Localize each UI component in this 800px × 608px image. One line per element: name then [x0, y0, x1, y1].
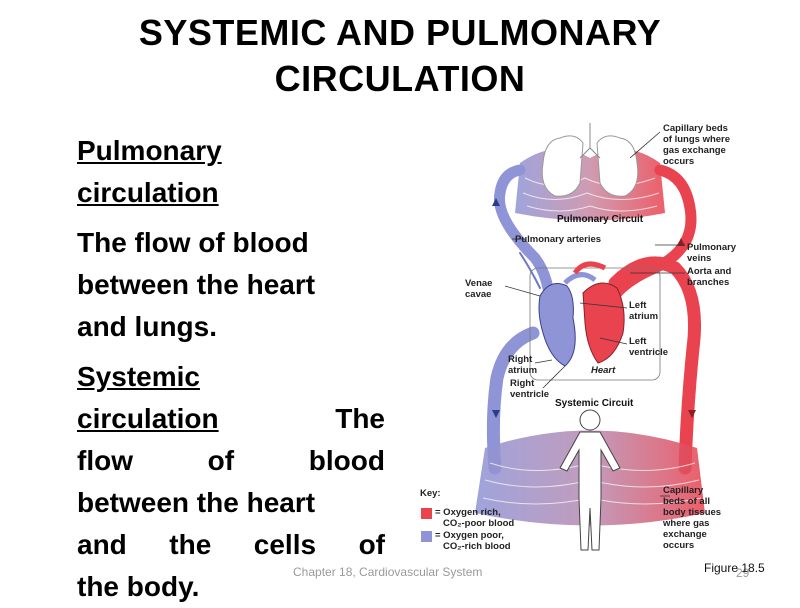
pulmonary-heading-line-1: Pulmonary	[77, 135, 222, 166]
legend-swatch-oxygen-rich	[421, 508, 432, 519]
systemic-definition-line-3: between the heart	[77, 487, 316, 518]
systemic-definition-word: the	[169, 529, 212, 560]
systemic-definition-word: The	[335, 403, 385, 434]
label-pulmonary-arteries: Pulmonary arteries	[515, 234, 601, 245]
systemic-heading-line-2: circulation	[77, 403, 219, 434]
figure-reference: Figure 18.5	[704, 561, 765, 575]
label-aorta: Aorta and branches	[687, 266, 734, 288]
label-venae-cavae: Venae cavae	[465, 278, 495, 300]
pulmonary-definition-line-2: between the heart	[77, 269, 316, 300]
systemic-definition-word: of	[207, 445, 235, 476]
lung-capillary-bed	[515, 149, 665, 221]
label-heart: Heart	[591, 365, 616, 376]
systemic-definition-word: blood	[308, 445, 385, 476]
systemic-vessels	[486, 256, 702, 475]
systemic-line-3: flow of blood	[77, 440, 385, 482]
systemic-definition-word: and	[77, 529, 127, 560]
label-capillary-lungs: Capillary beds of lungs where gas exchan…	[663, 123, 733, 167]
label-right-atrium: Right atrium	[508, 354, 537, 376]
pulmonary-vessels	[493, 164, 697, 316]
systemic-definition-word: of	[358, 529, 385, 560]
lungs	[541, 123, 639, 197]
footer-chapter: Chapter 18, Cardiovascular System	[293, 565, 483, 579]
legend: Key: = Oxygen rich, CO₂-poor blood = Oxy…	[420, 488, 514, 552]
label-right-ventricle: Right ventricle	[510, 378, 549, 400]
pulmonary-definition-line-3: and lungs.	[77, 311, 217, 342]
circulation-diagram: Capillary beds of lungs where gas exchan…	[420, 123, 739, 552]
pulmonary-heading-line-2: circulation	[77, 177, 219, 208]
heart	[529, 261, 661, 381]
systemic-definition-line-5: the body.	[77, 571, 200, 602]
definitions-text: Pulmonary circulation The flow of blood …	[77, 130, 385, 608]
systemic-definition-word: cells	[253, 529, 317, 560]
label-capillary-body: Capillary beds of all body tissues where…	[662, 485, 724, 551]
label-pulmonary-veins: Pulmonary veins	[687, 242, 739, 264]
systemic-line-2: circulation The	[77, 398, 385, 440]
label-left-ventricle: Left ventricle	[629, 336, 668, 358]
title-line-1: SYSTEMIC AND PULMONARY	[138, 12, 662, 53]
systemic-line-5: and the cells of	[77, 524, 385, 566]
leader-lines	[504, 131, 685, 497]
page-title: SYSTEMIC AND PULMONARY CIRCULATION	[0, 10, 800, 102]
flow-arrows	[492, 198, 696, 418]
systemic-definition-word: flow	[77, 445, 133, 476]
page-number: 29	[736, 566, 750, 580]
label-left-atrium: Left atrium	[629, 300, 658, 322]
legend-oxygen-poor: = Oxygen poor, CO₂-rich blood	[435, 530, 511, 552]
label-pulmonary-circuit: Pulmonary Circuit	[557, 214, 644, 225]
pulmonary-definition-line-1: The flow of blood	[77, 227, 309, 258]
title-line-2: CIRCULATION	[274, 58, 526, 99]
legend-swatch-oxygen-poor	[421, 531, 432, 542]
human-silhouette	[559, 409, 621, 551]
systemic-heading-line-1: Systemic	[77, 361, 200, 392]
legend-title: Key:	[420, 488, 441, 499]
label-systemic-circuit: Systemic Circuit	[555, 398, 634, 409]
legend-oxygen-rich: = Oxygen rich, CO₂-poor blood	[435, 507, 514, 529]
